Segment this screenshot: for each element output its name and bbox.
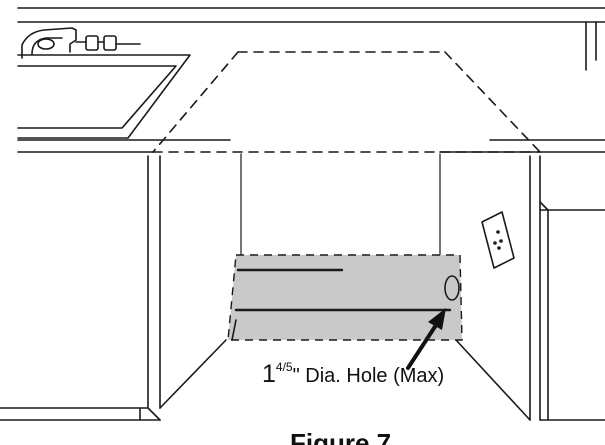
cabinet-opening [147, 153, 541, 421]
hole-label: 14/5" Dia. Hole (Max) [262, 360, 444, 388]
power-outlet-icon [481, 211, 515, 269]
hole-label-whole: 1 [262, 360, 276, 388]
floor-lines [0, 339, 605, 421]
dashed-dishwasher-outline [152, 51, 541, 153]
figure-title: Figure 7 [290, 428, 391, 445]
hole-marker [444, 275, 460, 301]
arrow-pointer [406, 308, 446, 370]
hole-label-text: Dia. Hole (Max) [300, 365, 444, 387]
countertop-lines [17, 139, 605, 153]
sink-basin [17, 54, 191, 139]
hole-label-fraction: 4/5 [276, 360, 293, 374]
right-cabinet [539, 201, 605, 421]
faucet-icon [21, 27, 141, 59]
cutout-area [227, 254, 463, 341]
hole-label-inch-mark: " [293, 365, 300, 387]
wall-top-lines [17, 7, 605, 71]
